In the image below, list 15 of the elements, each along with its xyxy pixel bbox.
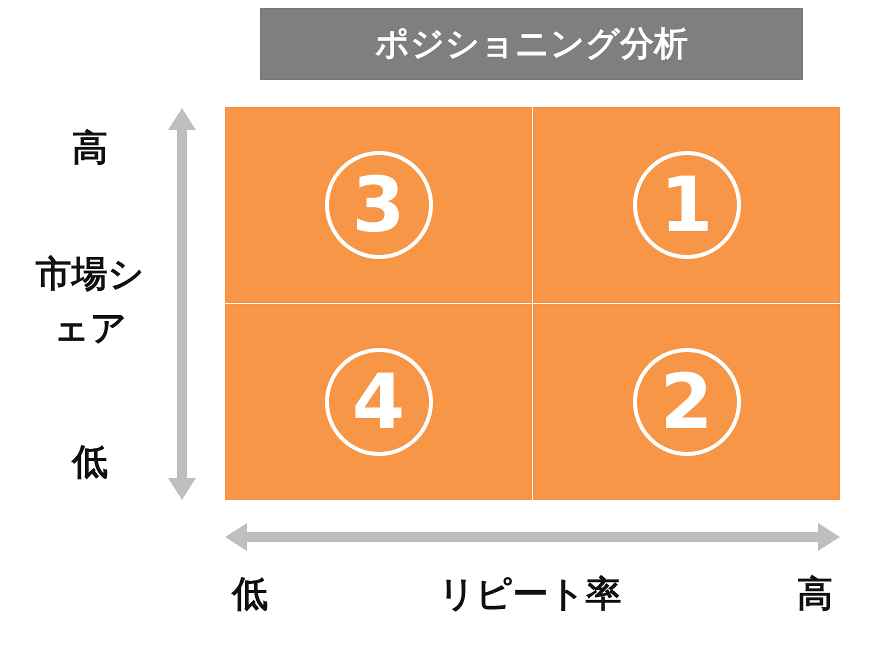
quadrant-box: [225, 304, 532, 500]
axis-label: リピート率: [438, 573, 622, 617]
quadrant-box: [225, 107, 532, 303]
quadrant-number: 1: [632, 151, 740, 259]
title-banner: ポジショニング分析: [260, 8, 803, 80]
quadrant-number: 3: [324, 151, 432, 259]
quadrant-number: 2: [632, 348, 740, 456]
quadrant-box: [533, 304, 840, 500]
axis-label: 高: [796, 573, 834, 617]
axis-label: 高: [71, 127, 109, 171]
quadrant-box: [533, 107, 840, 303]
axis-label: 市場シェア: [34, 253, 146, 351]
axis-label: 低: [70, 441, 109, 485]
axis-label: 低: [230, 573, 269, 617]
quadrant-number: 4: [324, 348, 432, 456]
